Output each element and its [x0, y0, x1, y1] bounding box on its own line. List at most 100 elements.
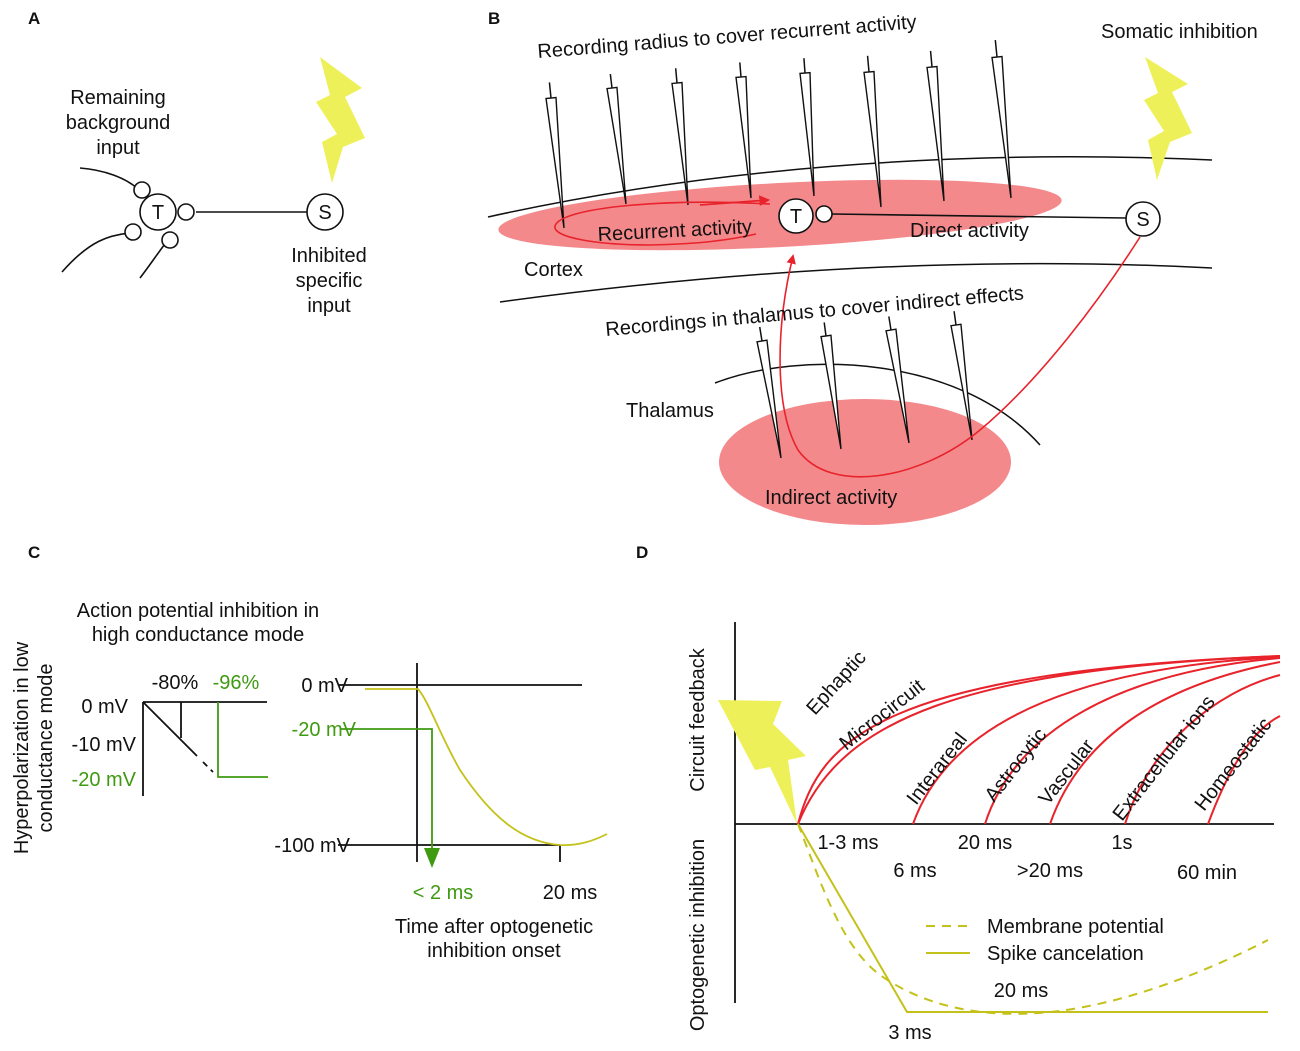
- cortex-label: Cortex: [524, 259, 583, 281]
- right-tick-0mv: 0 mV: [301, 675, 348, 697]
- inhibited-input-label-line1: Inhibited: [291, 245, 367, 267]
- time-label-1-3ms: 1-3 ms: [817, 832, 878, 854]
- membrane-potential-line: [797, 823, 1269, 1015]
- recording-electrode: [950, 311, 973, 441]
- legend-spike-cancelation: Spike cancelation: [987, 943, 1144, 965]
- feedback-curve: [1049, 661, 1281, 825]
- time-label-60min: 60 min: [1177, 862, 1237, 884]
- synapse-bouton: [815, 205, 833, 223]
- time-label-gt20ms: >20 ms: [1017, 860, 1083, 882]
- recording-electrode: [820, 322, 842, 450]
- circuit-feedback-axis-label: Circuit feedback: [687, 647, 709, 791]
- pct-96-label: -96%: [213, 672, 260, 694]
- source-neuron-label: S: [1136, 209, 1149, 231]
- left-tick-10mv: -10 mV: [72, 734, 137, 756]
- brain-layer-boundaries: [487, 156, 1213, 446]
- recording-electrode: [926, 50, 945, 202]
- panel-c-xlabel-line1: Time after optogenetic: [395, 916, 593, 938]
- panel-b: B Recording radius to cover recurrent ac…: [487, 9, 1258, 525]
- background-input-label-line1: Remaining: [70, 87, 166, 109]
- panel-c-xlabel-line2: inhibition onset: [427, 940, 561, 962]
- feedback-curves: [797, 655, 1281, 825]
- indirect-activity-label: Indirect activity: [765, 487, 897, 509]
- source-neuron: [306, 193, 344, 231]
- panel-d-axes: [734, 622, 1274, 1003]
- feedback-curve: [912, 656, 1281, 825]
- panel-b-label: B: [488, 9, 500, 28]
- lightning-bolt-icon: [1144, 57, 1192, 180]
- inhibited-input-label-line3: input: [307, 295, 351, 317]
- synapse-bouton: [177, 203, 195, 221]
- panel-c: C Action potential inhibition in high co…: [11, 543, 608, 962]
- recording-electrode: [756, 326, 782, 459]
- time-label-3ms: 3 ms: [888, 1022, 931, 1044]
- panel-c-title-line2: high conductance mode: [92, 624, 304, 646]
- recording-electrode: [799, 58, 815, 197]
- thalamus-electrodes: [756, 311, 973, 459]
- recording-electrode: [606, 73, 627, 205]
- panel-d-label: D: [636, 543, 648, 562]
- synapse-bouton: [124, 223, 142, 241]
- recording-electrode: [545, 82, 565, 229]
- recurrent-arrow: [699, 195, 771, 207]
- indirect-activity-region: [719, 399, 1011, 525]
- panel-a: A Remaining background input T S Inhibit…: [28, 9, 367, 317]
- right-time-course-plot: [338, 663, 608, 862]
- panel-c-title-line1: Action potential inhibition in: [77, 600, 319, 622]
- spike-cancelation-line: [797, 823, 1268, 1013]
- curve-label-interareal: Interareal: [903, 729, 972, 809]
- panel-a-label: A: [28, 9, 40, 28]
- panel-c-ylabel-line1: Hyperpolarization in low: [11, 641, 33, 854]
- thalamus-label: Thalamus: [626, 400, 714, 422]
- inhibited-input-label-line2: specific: [296, 270, 363, 292]
- recording-electrode: [735, 62, 752, 199]
- source-neuron-label: S: [318, 202, 331, 224]
- background-input-label-line3: input: [96, 137, 140, 159]
- panel-c-label: C: [28, 543, 40, 562]
- synapse-bouton: [133, 181, 151, 199]
- target-neuron: [139, 193, 177, 231]
- pct-80-label: -80%: [152, 672, 199, 694]
- lightning-bolt-icon: [718, 700, 806, 824]
- time-label-6ms: 6 ms: [893, 860, 936, 882]
- target-neuron: [778, 198, 814, 234]
- somatic-inhibition-label: Somatic inhibition: [1101, 21, 1258, 43]
- synapse-bouton: [161, 231, 179, 249]
- t20ms-label: 20 ms: [543, 882, 597, 904]
- left-tick-0mv: 0 mV: [81, 696, 128, 718]
- optogenetic-inhibition-axis-label: Optogenetic inhibition: [687, 839, 709, 1031]
- feedback-curve: [1124, 674, 1281, 825]
- source-neuron: [1125, 201, 1161, 237]
- recording-electrode: [991, 40, 1012, 199]
- cortex-electrodes: [545, 40, 1012, 229]
- time-label-20ms: 20 ms: [958, 832, 1012, 854]
- recording-electrode: [863, 55, 882, 208]
- direct-projection-axon: [831, 213, 1127, 219]
- time-label-20ms-lower: 20 ms: [994, 980, 1048, 1002]
- indirect-activity-pathway: [779, 236, 1141, 478]
- background-input-fibers: [61, 167, 310, 279]
- feedback-curve: [797, 655, 1281, 825]
- direct-activity-label: Direct activity: [910, 220, 1029, 242]
- left-tick-20mv: -20 mV: [72, 769, 137, 791]
- down-arrow-icon: [424, 848, 440, 868]
- background-input-label-line2: background: [66, 112, 171, 134]
- legend-membrane-potential: Membrane potential: [987, 916, 1164, 938]
- recording-radius-label: Recording radius to cover recurrent acti…: [537, 11, 918, 63]
- right-tick-100mv: -100 mV: [274, 835, 350, 857]
- recurrent-activity-loop: [554, 201, 771, 246]
- panel-c-ylabel-line2: conductance mode: [35, 663, 57, 832]
- lt2ms-label: < 2 ms: [413, 882, 474, 904]
- target-neuron-label: T: [790, 206, 802, 228]
- target-neuron-label: T: [152, 202, 164, 224]
- feedback-curve: [1207, 715, 1281, 825]
- panel-d: D Circuit feedback Optogenetic inhibitio…: [636, 543, 1281, 1044]
- lightning-bolt-icon: [316, 57, 365, 183]
- right-tick-20mv: -20 mV: [292, 719, 357, 741]
- recording-electrode: [671, 68, 689, 206]
- feedback-curve: [984, 657, 1281, 825]
- left-hyperpolarization-plot: [142, 701, 268, 796]
- time-label-1s: 1s: [1111, 832, 1132, 854]
- curve-label-homeostatic: Homeostatic: [1191, 714, 1277, 815]
